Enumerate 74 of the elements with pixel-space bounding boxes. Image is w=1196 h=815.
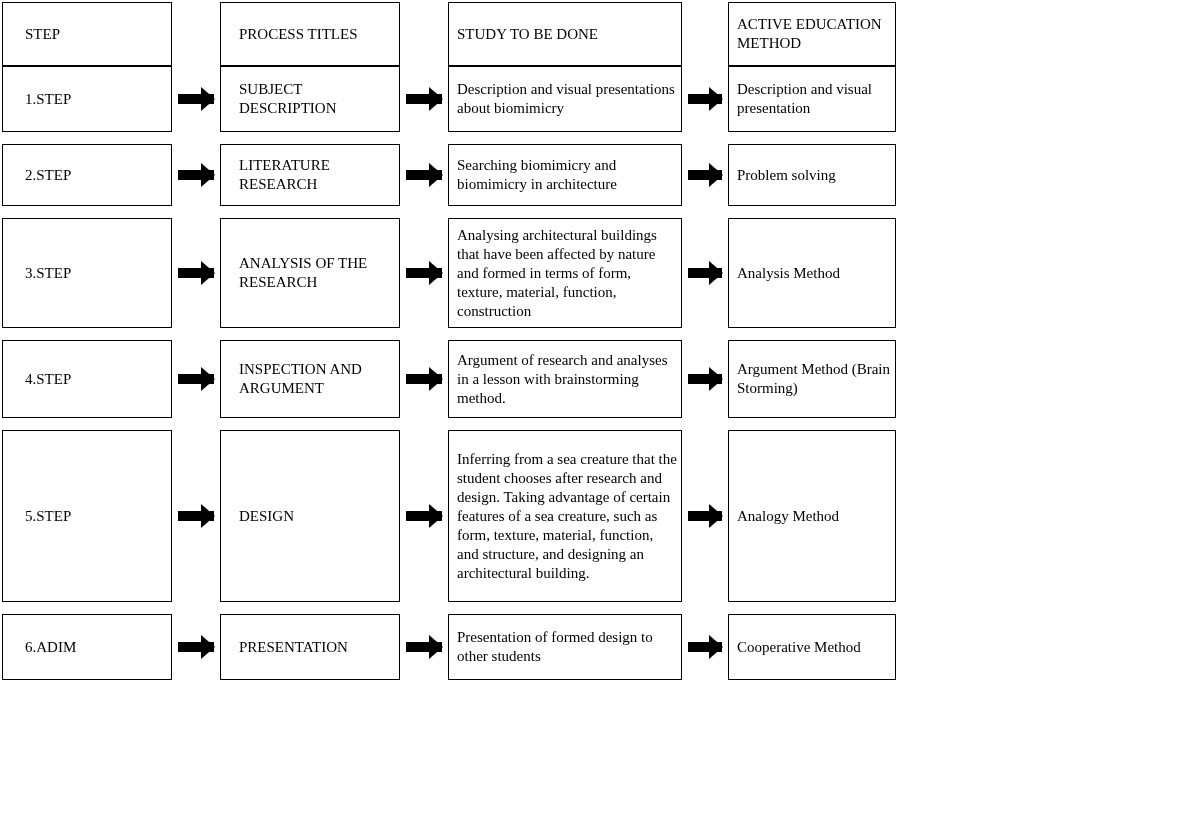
table-box bbox=[2, 430, 172, 602]
box-text: Problem solving bbox=[737, 165, 837, 185]
table-box bbox=[728, 218, 896, 328]
box-text: Analysis Method bbox=[737, 263, 841, 283]
box-text: 2.STEP bbox=[25, 165, 73, 185]
box-text: LITERATURE RESEARCH bbox=[239, 156, 331, 194]
header-box bbox=[2, 2, 172, 66]
box-text: PROCESS TITLES bbox=[239, 24, 359, 44]
table-box bbox=[728, 66, 896, 132]
box-text: Inferring from a sea creature that the student chooses after research and design. Taking advantage of certain features of a sea creature, such as form, texture, material, function, and structure, and designing an architectural building. bbox=[457, 449, 677, 583]
box-text: 5.STEP bbox=[25, 506, 73, 526]
arrow bbox=[178, 635, 215, 659]
box-text: Presentation of formed design to other students bbox=[457, 628, 654, 666]
table-box bbox=[2, 340, 172, 418]
box-text: 6.ADIM bbox=[25, 637, 78, 657]
arrow bbox=[688, 87, 723, 111]
arrow bbox=[406, 635, 443, 659]
table-box bbox=[220, 144, 400, 206]
table-box bbox=[2, 218, 172, 328]
table-box bbox=[220, 66, 400, 132]
box-text: PRESENTATION bbox=[239, 637, 349, 657]
table-box bbox=[448, 66, 682, 132]
arrow bbox=[178, 163, 215, 187]
table-box bbox=[728, 144, 896, 206]
arrow bbox=[688, 367, 723, 391]
box-text: 4.STEP bbox=[25, 369, 73, 389]
box-text: Analogy Method bbox=[737, 506, 841, 526]
box-text: DESIGN bbox=[239, 506, 295, 526]
arrow bbox=[178, 367, 215, 391]
box-text: STEP bbox=[25, 24, 61, 44]
table-box bbox=[448, 430, 682, 602]
arrow bbox=[688, 504, 723, 528]
table-box bbox=[220, 340, 400, 418]
arrow bbox=[406, 87, 443, 111]
box-text: Argument of research and analyses in a lesson with brainstorming method. bbox=[457, 350, 669, 408]
box-text: Description and visual presentations about biomimicry bbox=[457, 80, 676, 118]
box-text: Analysing architectural buildings that have been affected by nature and formed in terms of form, texture, material, function, construction bbox=[457, 225, 658, 321]
box-text: INSPECTION AND ARGUMENT bbox=[239, 360, 363, 398]
box-text: Searching biomimicry and biomimicry in architecture bbox=[457, 156, 618, 194]
table-box bbox=[448, 144, 682, 206]
arrow bbox=[406, 261, 443, 285]
box-text: Cooperative Method bbox=[737, 637, 862, 657]
table-box bbox=[448, 218, 682, 328]
header-box bbox=[728, 2, 896, 66]
table-box bbox=[220, 218, 400, 328]
box-text: Argument Method (Brain Storming) bbox=[737, 360, 891, 398]
box-text: ACTIVE EDUCATION METHOD bbox=[737, 15, 883, 53]
table-box bbox=[728, 614, 896, 680]
box-text: 3.STEP bbox=[25, 263, 73, 283]
table-box bbox=[448, 340, 682, 418]
arrow bbox=[688, 635, 723, 659]
box-text: STUDY TO BE DONE bbox=[457, 24, 599, 44]
arrow bbox=[178, 87, 215, 111]
arrow bbox=[406, 163, 443, 187]
arrow bbox=[688, 261, 723, 285]
box-text: Description and visual presentation bbox=[737, 80, 873, 118]
table-box bbox=[220, 430, 400, 602]
box-text: ANALYSIS OF THE RESEARCH bbox=[239, 254, 369, 292]
arrow bbox=[178, 261, 215, 285]
box-text: 1.STEP bbox=[25, 89, 73, 109]
arrow bbox=[406, 504, 443, 528]
table-box bbox=[220, 614, 400, 680]
arrow bbox=[178, 504, 215, 528]
table-box bbox=[448, 614, 682, 680]
table-box bbox=[728, 430, 896, 602]
arrow bbox=[688, 163, 723, 187]
table-box bbox=[2, 66, 172, 132]
arrow bbox=[406, 367, 443, 391]
table-box bbox=[2, 614, 172, 680]
table-box bbox=[2, 144, 172, 206]
header-box bbox=[448, 2, 682, 66]
table-box bbox=[728, 340, 896, 418]
box-text: SUBJECT DESCRIPTION bbox=[239, 80, 338, 118]
header-box bbox=[220, 2, 400, 66]
